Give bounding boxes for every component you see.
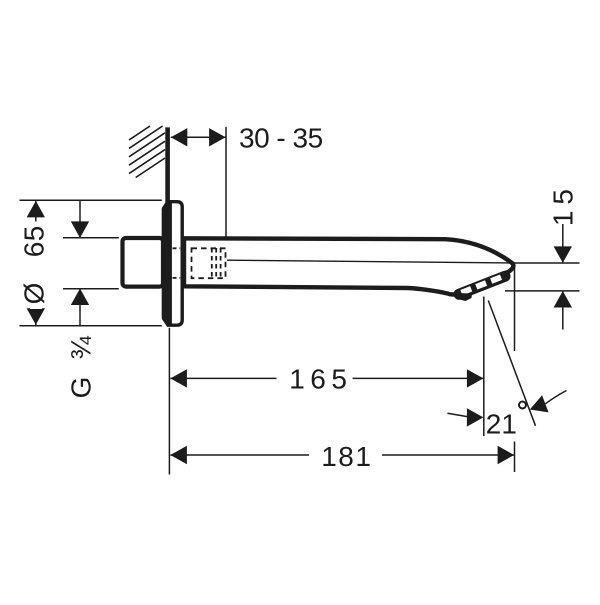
svg-text:21: 21 (486, 408, 517, 439)
svg-text:Ø 65: Ø 65 (18, 225, 49, 304)
svg-text:165: 165 (289, 364, 352, 395)
svg-text:15: 15 (547, 183, 578, 226)
svg-text:G ¾: G ¾ (66, 336, 97, 399)
svg-text:181: 181 (321, 441, 372, 472)
svg-text:30 - 35: 30 - 35 (239, 122, 323, 153)
